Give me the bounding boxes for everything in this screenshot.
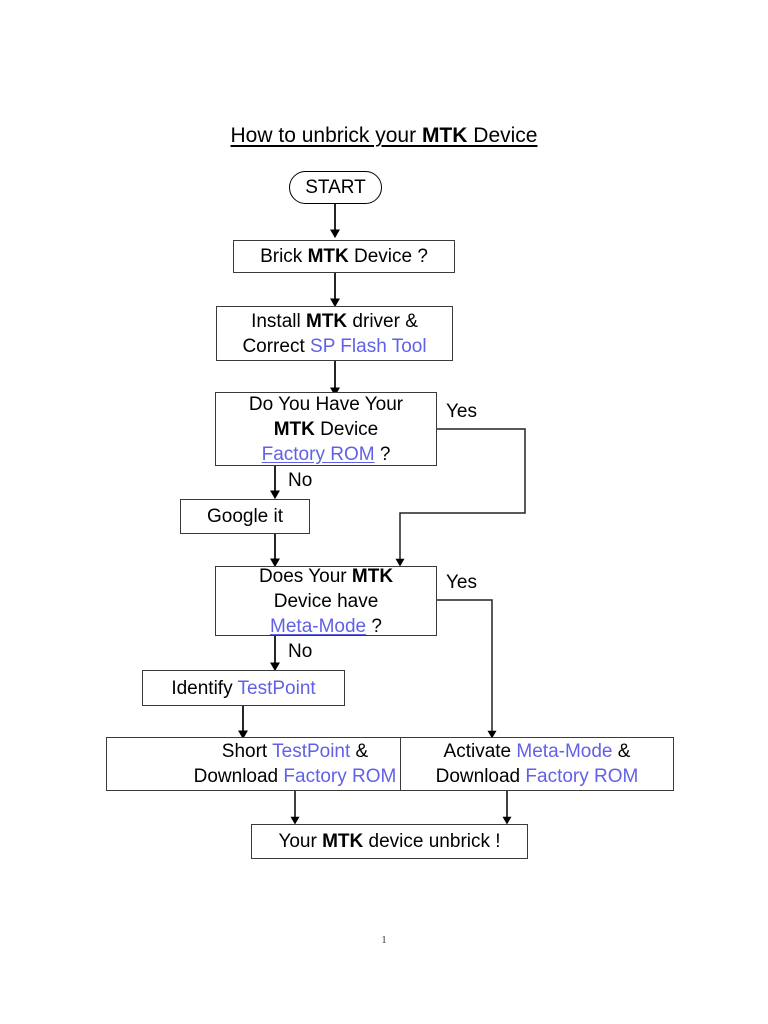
node-have-meta-mode-line-1: Device have xyxy=(273,590,379,612)
edge-label-yes-meta-mode: Yes xyxy=(446,572,477,593)
edge-label-yes-factory-rom: Yes xyxy=(446,401,477,422)
page-title-text: How to unbrick your MTK Device xyxy=(230,124,538,147)
node-have-factory-rom-line-1: MTK Device xyxy=(273,418,379,440)
node-activate-meta-mode-line-1: Download Factory ROM xyxy=(435,766,639,787)
node-unbrick-done[interactable]: Your MTK device unbrick ! xyxy=(251,824,528,859)
node-install-driver-line-0: Install MTK driver & xyxy=(251,310,418,332)
node-have-factory-rom-line-2: Factory ROM ? xyxy=(261,443,391,465)
node-have-meta-mode[interactable]: Does Your MTK Device have Meta-Mode ? xyxy=(215,565,437,637)
node-brick-device-line-0: Brick MTK Device ? xyxy=(260,246,428,267)
node-short-testpoint-line-0: Short TestPoint & xyxy=(221,741,369,762)
node-start-line-0: START xyxy=(305,177,366,198)
node-google-it[interactable]: Google it xyxy=(180,499,310,534)
node-have-meta-mode-line-2: Meta-Mode ? xyxy=(270,615,382,637)
node-unbrick-done-line-0: Your MTK device unbrick ! xyxy=(278,831,501,852)
node-activate-meta-mode-line-0: Activate Meta-Mode & xyxy=(443,741,631,762)
node-google-it-line-0: Google it xyxy=(206,506,284,527)
node-install-driver-line-1: Correct SP Flash Tool xyxy=(242,335,427,357)
page-number: 1 xyxy=(381,935,387,946)
page-title: How to unbrick your MTK Device xyxy=(0,122,768,150)
node-brick-device[interactable]: Brick MTK Device ? xyxy=(233,240,455,273)
edge-havemeta-yes-to-activate xyxy=(437,599,497,739)
node-start[interactable]: START xyxy=(289,171,382,204)
node-activate-meta-mode[interactable]: Activate Meta-Mode & Download Factory RO… xyxy=(400,737,674,791)
node-have-factory-rom-line-0: Do You Have Your xyxy=(248,393,404,415)
node-identify-testpoint-line-0: Identify TestPoint xyxy=(171,677,316,699)
node-have-meta-mode-line-0: Does Your MTK xyxy=(258,565,394,587)
edge-label-no-meta-mode: No xyxy=(288,641,313,662)
edge-label-no-factory-rom: No xyxy=(288,470,313,491)
node-short-testpoint-line-1: Download Factory ROM xyxy=(193,766,397,787)
node-identify-testpoint[interactable]: Identify TestPoint xyxy=(142,670,345,706)
node-have-factory-rom[interactable]: Do You Have Your MTK Device Factory ROM … xyxy=(215,392,437,466)
node-install-driver[interactable]: Install MTK driver & Correct SP Flash To… xyxy=(216,306,453,361)
